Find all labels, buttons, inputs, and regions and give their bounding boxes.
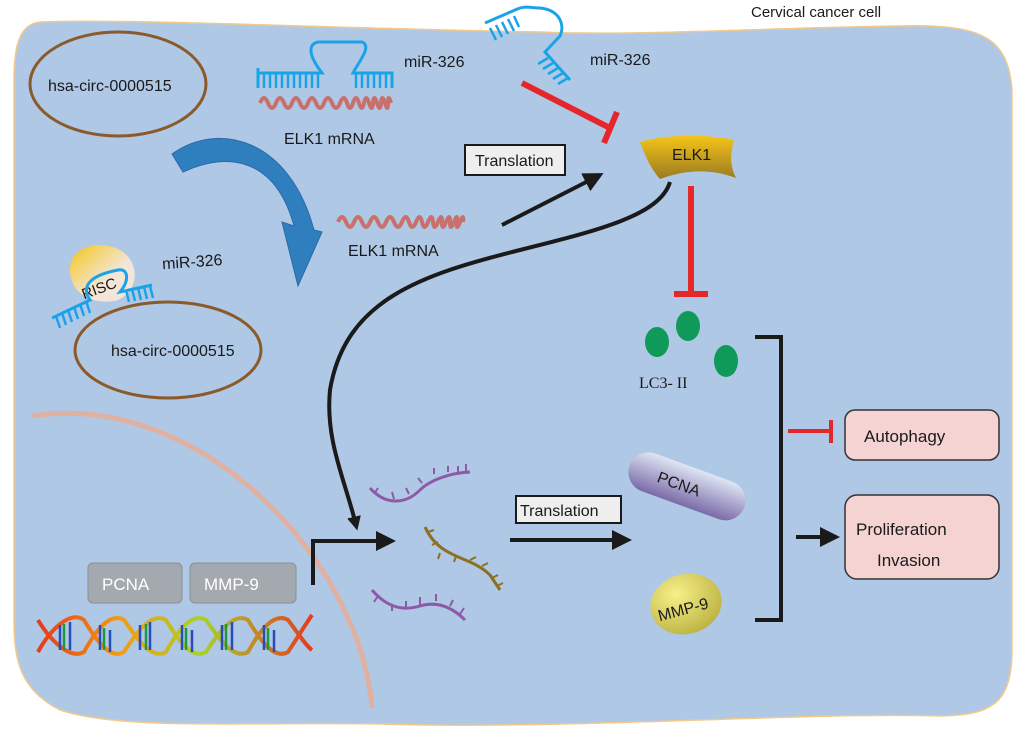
inhibit-elk1-lc3: [674, 186, 708, 297]
target-bracket: [755, 335, 783, 622]
translation-box-top: [464, 144, 566, 176]
sponge-curved-arrow: [171, 138, 323, 288]
mirna-top-left-label: miR-326: [404, 54, 465, 71]
mmp9-protein: [650, 573, 722, 635]
cell-title: Cervical cancer cell: [751, 4, 881, 21]
elk1-protein: [640, 135, 736, 179]
invasion-label: Invasion: [877, 551, 940, 570]
translation-box-bottom: [515, 495, 622, 524]
elk1-transcription-arrow: [327, 181, 672, 531]
gene-mmp9-box: [189, 562, 297, 604]
gene-pcna-box: [87, 562, 183, 604]
dna-helix-icon: [36, 613, 314, 656]
lc3-label: LC3- II: [639, 375, 687, 392]
mirna-free: [484, 5, 572, 86]
mirna-elk1-mrna-complex: [256, 40, 394, 110]
elk1-mrna-top-label: ELK1 mRNA: [284, 131, 375, 148]
inhibit-mir326-elk1: [520, 80, 620, 145]
autophagy-label: Autophagy: [864, 427, 946, 446]
mirna-risc-label: miR-326: [162, 252, 224, 273]
mrna-transcripts: [368, 464, 504, 622]
circrna-bottom: [73, 300, 263, 400]
circrna-bottom-label: hsa-circ-0000515: [111, 343, 235, 360]
proliferation-label: Proliferation: [856, 520, 947, 539]
gene-pcna-label: PCNA: [102, 575, 150, 594]
cell-membrane: [13, 20, 1013, 726]
circrna-top: [28, 30, 208, 138]
proliferation-invasion-box: [844, 494, 1000, 580]
nuclear-membrane: [31, 410, 375, 709]
inhibit-autophagy: [788, 420, 833, 443]
mirna-top-right-label: miR-326: [590, 52, 651, 69]
autophagy-box: [844, 409, 1000, 461]
elk1-mrna-mid: [336, 215, 466, 229]
elk1-mrna-mid-label: ELK1 mRNA: [348, 243, 439, 260]
circrna-top-label: hsa-circ-0000515: [48, 78, 172, 95]
elk1-mrna-top: [258, 96, 393, 110]
transcription-promoter-arrow: [311, 531, 396, 585]
translation-top-label: Translation: [475, 153, 554, 170]
lc3-ii-puncta: [645, 311, 738, 377]
translation-bottom-label: Translation: [520, 503, 599, 520]
mirna-risc: [51, 268, 155, 329]
elk1-label: ELK1: [672, 147, 711, 164]
gene-mmp9-label: MMP-9: [204, 575, 259, 594]
translation-arrow-elk1: [501, 173, 604, 227]
pcna-protein: [628, 452, 746, 521]
